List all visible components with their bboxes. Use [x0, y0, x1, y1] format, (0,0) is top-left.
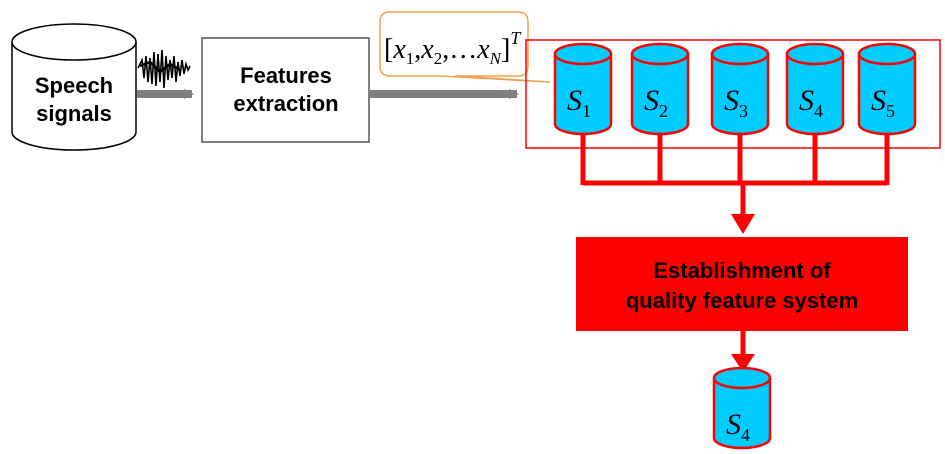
database-cylinder-1: S1 — [553, 42, 613, 136]
database-label-3: S3 — [724, 84, 748, 121]
database-cylinder-4: S4 — [785, 42, 845, 136]
database-group-frame — [525, 39, 941, 149]
database-cylinders: S1 S2 S3 S4 S5 — [553, 42, 917, 136]
speech-signals-label-line2: signals — [36, 101, 112, 126]
feature-vector-formula: [x1,x2,…xN]T — [384, 28, 522, 68]
speech-signals-cylinder: Speech signals — [11, 23, 137, 151]
result-database-cylinder: S4 — [712, 366, 772, 450]
database-label-4: S4 — [799, 84, 823, 121]
establishment-label-line1: Establishment of — [653, 258, 831, 283]
database-label-5: S5 — [871, 84, 895, 121]
database-label-2: S2 — [644, 84, 668, 121]
speech-signals-label-line1: Speech — [35, 73, 113, 98]
arrow-establishment-to-result-head — [731, 354, 755, 372]
feature-vector-callout: [x1,x2,…xN]T — [379, 11, 551, 83]
features-extraction-label-line2: extraction — [233, 91, 338, 116]
database-cylinder-3: S3 — [710, 42, 770, 136]
database-cylinder-2: S2 — [630, 42, 690, 136]
features-extraction-box: Features extraction — [201, 37, 370, 143]
database-connectors — [580, 134, 890, 185]
establishment-label-line2: quality feature system — [626, 288, 858, 313]
features-extraction-label-line1: Features — [240, 63, 332, 88]
result-database-label: S4 — [726, 408, 750, 445]
arrow-bus-to-establishment-head — [731, 214, 755, 234]
database-label-1: S1 — [567, 84, 591, 121]
database-cylinder-5: S5 — [857, 42, 917, 136]
establishment-box: Establishment of quality feature system — [576, 237, 908, 331]
waveform-icon — [137, 49, 191, 89]
